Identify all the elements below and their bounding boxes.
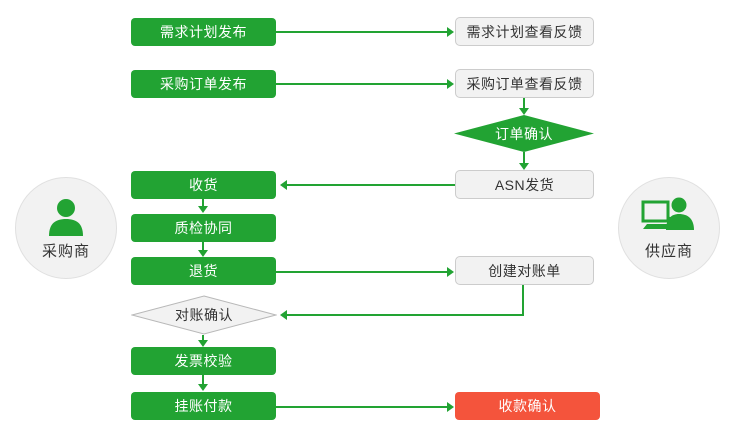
connector-order-confirm-to-asn [523,152,525,164]
arrowhead-return-goods [198,250,208,257]
arrowhead-po-feedback [447,79,454,89]
node-receive-goods[interactable]: 收货 [131,171,276,199]
node-statement-confirm[interactable]: 对账确认 [131,295,277,335]
node-demand-plan-publish[interactable]: 需求计划发布 [131,18,276,46]
arrowhead-payment-posting [198,384,208,391]
connector-return-to-create-statement [276,271,448,273]
connector-receive-to-quality [202,198,204,207]
arrowhead-invoice-verify [198,340,208,347]
person-with-computer-icon [641,196,697,238]
node-create-statement[interactable]: 创建对账单 [455,256,594,285]
connector-quality-to-return [202,242,204,251]
node-statement-confirm-label: 对账确认 [175,307,233,323]
arrowhead-order-confirm [519,108,529,115]
arrowhead-quality-check [198,206,208,213]
connector-demand-plan-publish-to-feedback [276,31,448,33]
node-payment-posting[interactable]: 挂账付款 [131,392,276,420]
connector-statement-confirm-to-invoice [202,335,204,341]
actor-supplier[interactable]: 供应商 [618,177,720,279]
arrowhead-receive-goods [280,180,287,190]
node-invoice-verify[interactable]: 发票校验 [131,347,276,375]
arrowhead-create-statement [447,267,454,277]
arrowhead-statement-confirm [280,310,287,320]
connector-payment-posting-to-receipt-confirm [276,406,448,408]
connector-create-statement-down [522,285,524,315]
actor-supplier-label: 供应商 [644,242,693,260]
connector-invoice-to-payment-posting [202,375,204,385]
arrowhead-demand-plan-feedback [447,27,454,37]
person-icon [45,196,87,238]
connector-asn-to-receive [287,184,455,186]
arrowhead-payment-receipt-confirm [447,402,454,412]
node-po-publish[interactable]: 采购订单发布 [131,70,276,98]
actor-buyer[interactable]: 采购商 [15,177,117,279]
node-demand-plan-feedback[interactable]: 需求计划查看反馈 [455,17,594,46]
actor-buyer-label: 采购商 [41,242,90,260]
node-order-confirm-label: 订单确认 [495,125,553,142]
node-order-confirm[interactable]: 订单确认 [453,114,595,153]
node-return-goods[interactable]: 退货 [131,257,276,285]
node-asn-ship[interactable]: ASN发货 [455,170,594,199]
connector-po-publish-to-feedback [276,83,448,85]
node-payment-receipt-confirm[interactable]: 收款确认 [455,392,600,420]
connector-po-feedback-to-order-confirm [523,98,525,109]
arrowhead-asn-ship [519,163,529,170]
node-quality-check[interactable]: 质检协同 [131,214,276,242]
node-po-feedback[interactable]: 采购订单查看反馈 [455,69,594,98]
connector-create-statement-to-statement-confirm [287,314,524,316]
